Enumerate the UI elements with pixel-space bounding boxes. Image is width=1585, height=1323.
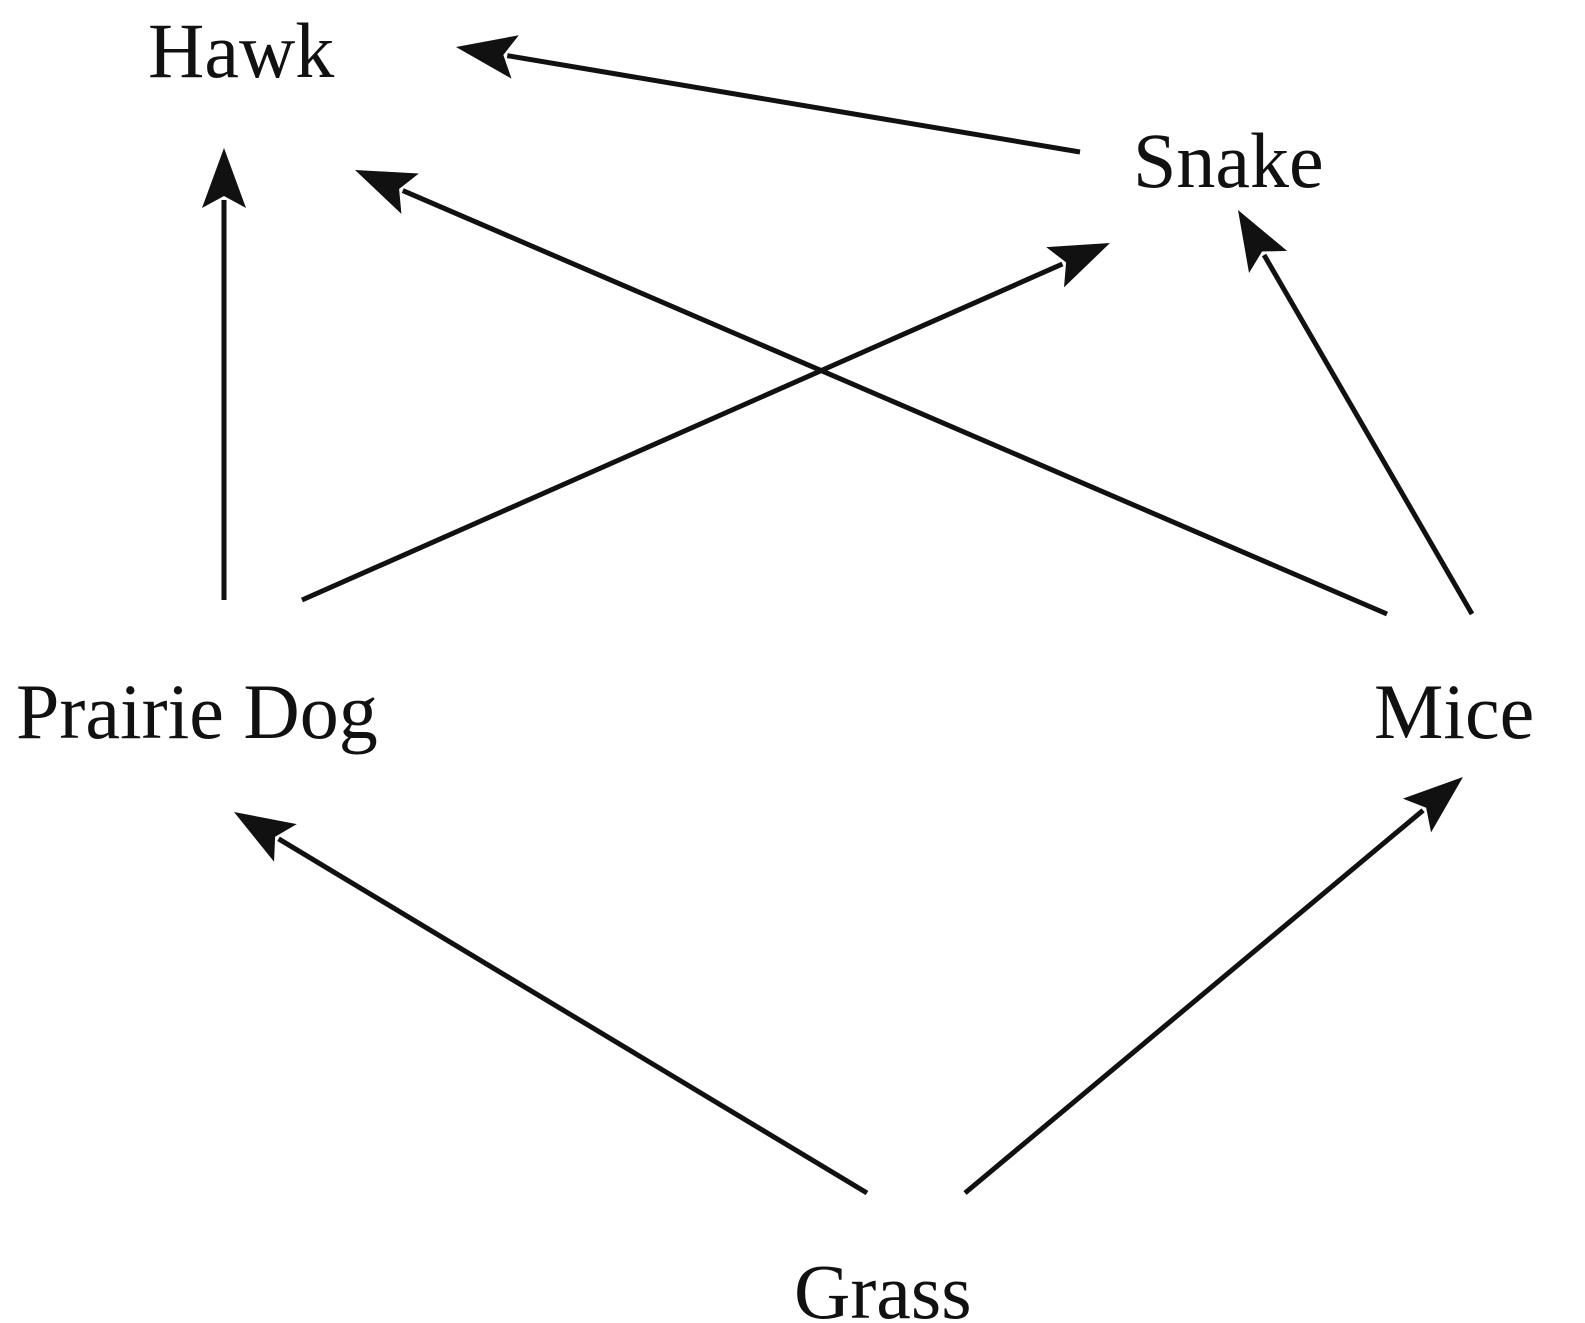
edge-grass-to-prairie-dog	[234, 812, 869, 1196]
node-prairie-dog: Prairie Dog	[16, 668, 378, 755]
arrowhead-icon	[234, 812, 297, 862]
edge-line	[300, 261, 1064, 603]
edge-line	[277, 836, 869, 1196]
edge-line	[963, 808, 1425, 1195]
edge-grass-to-mice	[963, 777, 1463, 1195]
arrowhead-icon	[456, 35, 519, 79]
arrowhead-icon	[202, 148, 246, 208]
edge-prairie-dog-to-hawk	[202, 148, 246, 600]
edge-snake-to-hawk	[456, 35, 1081, 155]
edge-mice-to-snake	[1238, 210, 1475, 616]
node-mice: Mice	[1374, 668, 1534, 755]
nodes-layer: Hawk Snake Prairie Dog Mice Grass	[16, 7, 1534, 1323]
edge-mice-to-hawk	[355, 170, 1388, 617]
node-grass: Grass	[794, 1248, 972, 1323]
edge-line	[506, 53, 1081, 155]
edge-line	[401, 188, 1388, 617]
edge-line	[1261, 253, 1475, 616]
edges-layer	[202, 35, 1475, 1196]
arrowhead-icon	[1238, 210, 1288, 273]
edge-prairie-dog-to-snake	[300, 243, 1110, 603]
arrowhead-icon	[1402, 777, 1463, 833]
arrowhead-icon	[355, 170, 419, 214]
arrowhead-icon	[1046, 243, 1110, 288]
node-snake: Snake	[1133, 117, 1324, 204]
node-hawk: Hawk	[148, 7, 334, 94]
